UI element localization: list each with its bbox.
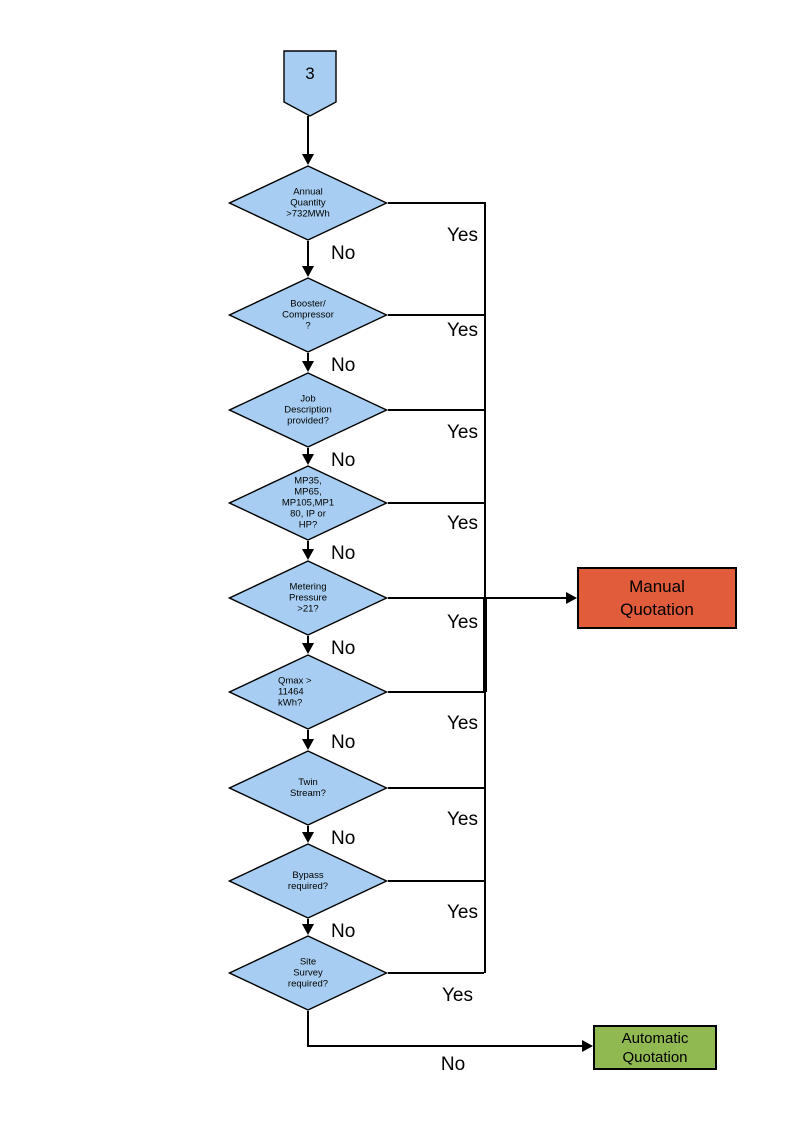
yes-label: Yes: [447, 902, 478, 923]
yes-label: Yes: [442, 985, 473, 1006]
decision-label: Bypass required?: [287, 870, 329, 892]
decision-job-description: Job Description provided?: [228, 372, 388, 448]
no-connector-line: [307, 826, 309, 832]
no-label: No: [331, 828, 356, 849]
yes-label: Yes: [447, 422, 478, 443]
decision-label: Job Description provided?: [284, 393, 332, 427]
arrowhead-down-icon: [302, 266, 314, 277]
decision-pressure-tier: MP35, MP65, MP105,MP1 80, IP or HP?: [228, 465, 388, 541]
no-label: No: [331, 732, 356, 753]
yes-collector-line: [484, 202, 486, 973]
decision-label: Twin Stream?: [290, 777, 326, 799]
arrowhead-down-icon: [302, 832, 314, 843]
decision-label: Booster/ Compressor ?: [282, 298, 334, 332]
yes-connector-line: [388, 972, 484, 974]
yes-label: Yes: [447, 225, 478, 246]
yes-connector-line: [388, 502, 484, 504]
decision-label: MP35, MP65, MP105,MP1 80, IP or HP?: [281, 475, 335, 531]
no-label: No: [331, 243, 356, 264]
decision-bypass: Bypass required?: [228, 843, 388, 919]
connector-label: 3: [305, 64, 315, 83]
no-connector-line: [307, 448, 309, 454]
final-no-line-horizontal: [307, 1045, 584, 1047]
offpage-connector-shape: 3: [283, 50, 337, 118]
no-label: No: [331, 638, 356, 659]
arrowhead-down-icon: [302, 643, 314, 654]
yes-connector-line: [388, 691, 484, 693]
no-label: No: [440, 1054, 466, 1075]
manual-quotation-label: Manual Quotation: [620, 577, 694, 619]
arrowhead-right-icon: [582, 1040, 593, 1052]
yes-collector-line-thick: [482, 597, 487, 692]
no-label: No: [331, 355, 356, 376]
decision-label: Metering Pressure >21?: [288, 581, 327, 615]
arrowhead-down-icon: [302, 454, 314, 465]
no-connector-line: [307, 919, 309, 924]
manual-quotation-box: Manual Quotation: [577, 567, 737, 629]
no-label: No: [331, 921, 356, 942]
arrowhead-down-icon: [302, 549, 314, 560]
arrowhead-down-icon: [302, 739, 314, 750]
no-connector-line: [307, 353, 309, 361]
decision-qmax: Qmax > 11464 kWh?: [228, 654, 388, 730]
connector-line: [307, 116, 309, 154]
no-connector-line: [307, 730, 309, 739]
yes-connector-line: [388, 314, 484, 316]
yes-label: Yes: [447, 612, 478, 633]
arrowhead-down-icon: [302, 154, 314, 165]
no-connector-line: [307, 636, 309, 643]
arrowhead-down-icon: [302, 924, 314, 935]
arrowhead-right-icon: [566, 592, 577, 604]
yes-label: Yes: [447, 513, 478, 534]
yes-connector-line: [388, 202, 484, 204]
yes-connector-line: [388, 787, 484, 789]
decision-annual-quantity: Annual Quantity >732MWh: [228, 165, 388, 241]
decision-label: Site Survey required?: [287, 956, 329, 990]
decision-metering-pressure: Metering Pressure >21?: [228, 560, 388, 636]
decision-label: Annual Quantity >732MWh: [286, 186, 330, 220]
yes-label: Yes: [447, 809, 478, 830]
no-connector-line: [307, 541, 309, 549]
no-connector-line: [307, 241, 309, 266]
decision-label: Qmax > 11464 kWh?: [278, 675, 312, 709]
automatic-quotation-box: Automatic Quotation: [593, 1025, 717, 1070]
decision-booster-compressor: Booster/ Compressor ?: [228, 277, 388, 353]
manual-arrow-line: [388, 597, 567, 599]
no-label: No: [331, 450, 356, 471]
arrowhead-down-icon: [302, 361, 314, 372]
final-no-line-vertical: [307, 1011, 309, 1046]
no-label: No: [331, 543, 356, 564]
decision-twin-stream: Twin Stream?: [228, 750, 388, 826]
pentagon-shape-icon: [283, 50, 337, 117]
decision-site-survey: Site Survey required?: [228, 935, 388, 1011]
yes-connector-line: [388, 409, 484, 411]
yes-label: Yes: [447, 713, 478, 734]
yes-connector-line: [388, 880, 484, 882]
yes-label: Yes: [447, 320, 478, 341]
automatic-quotation-label: Automatic Quotation: [621, 1029, 689, 1066]
